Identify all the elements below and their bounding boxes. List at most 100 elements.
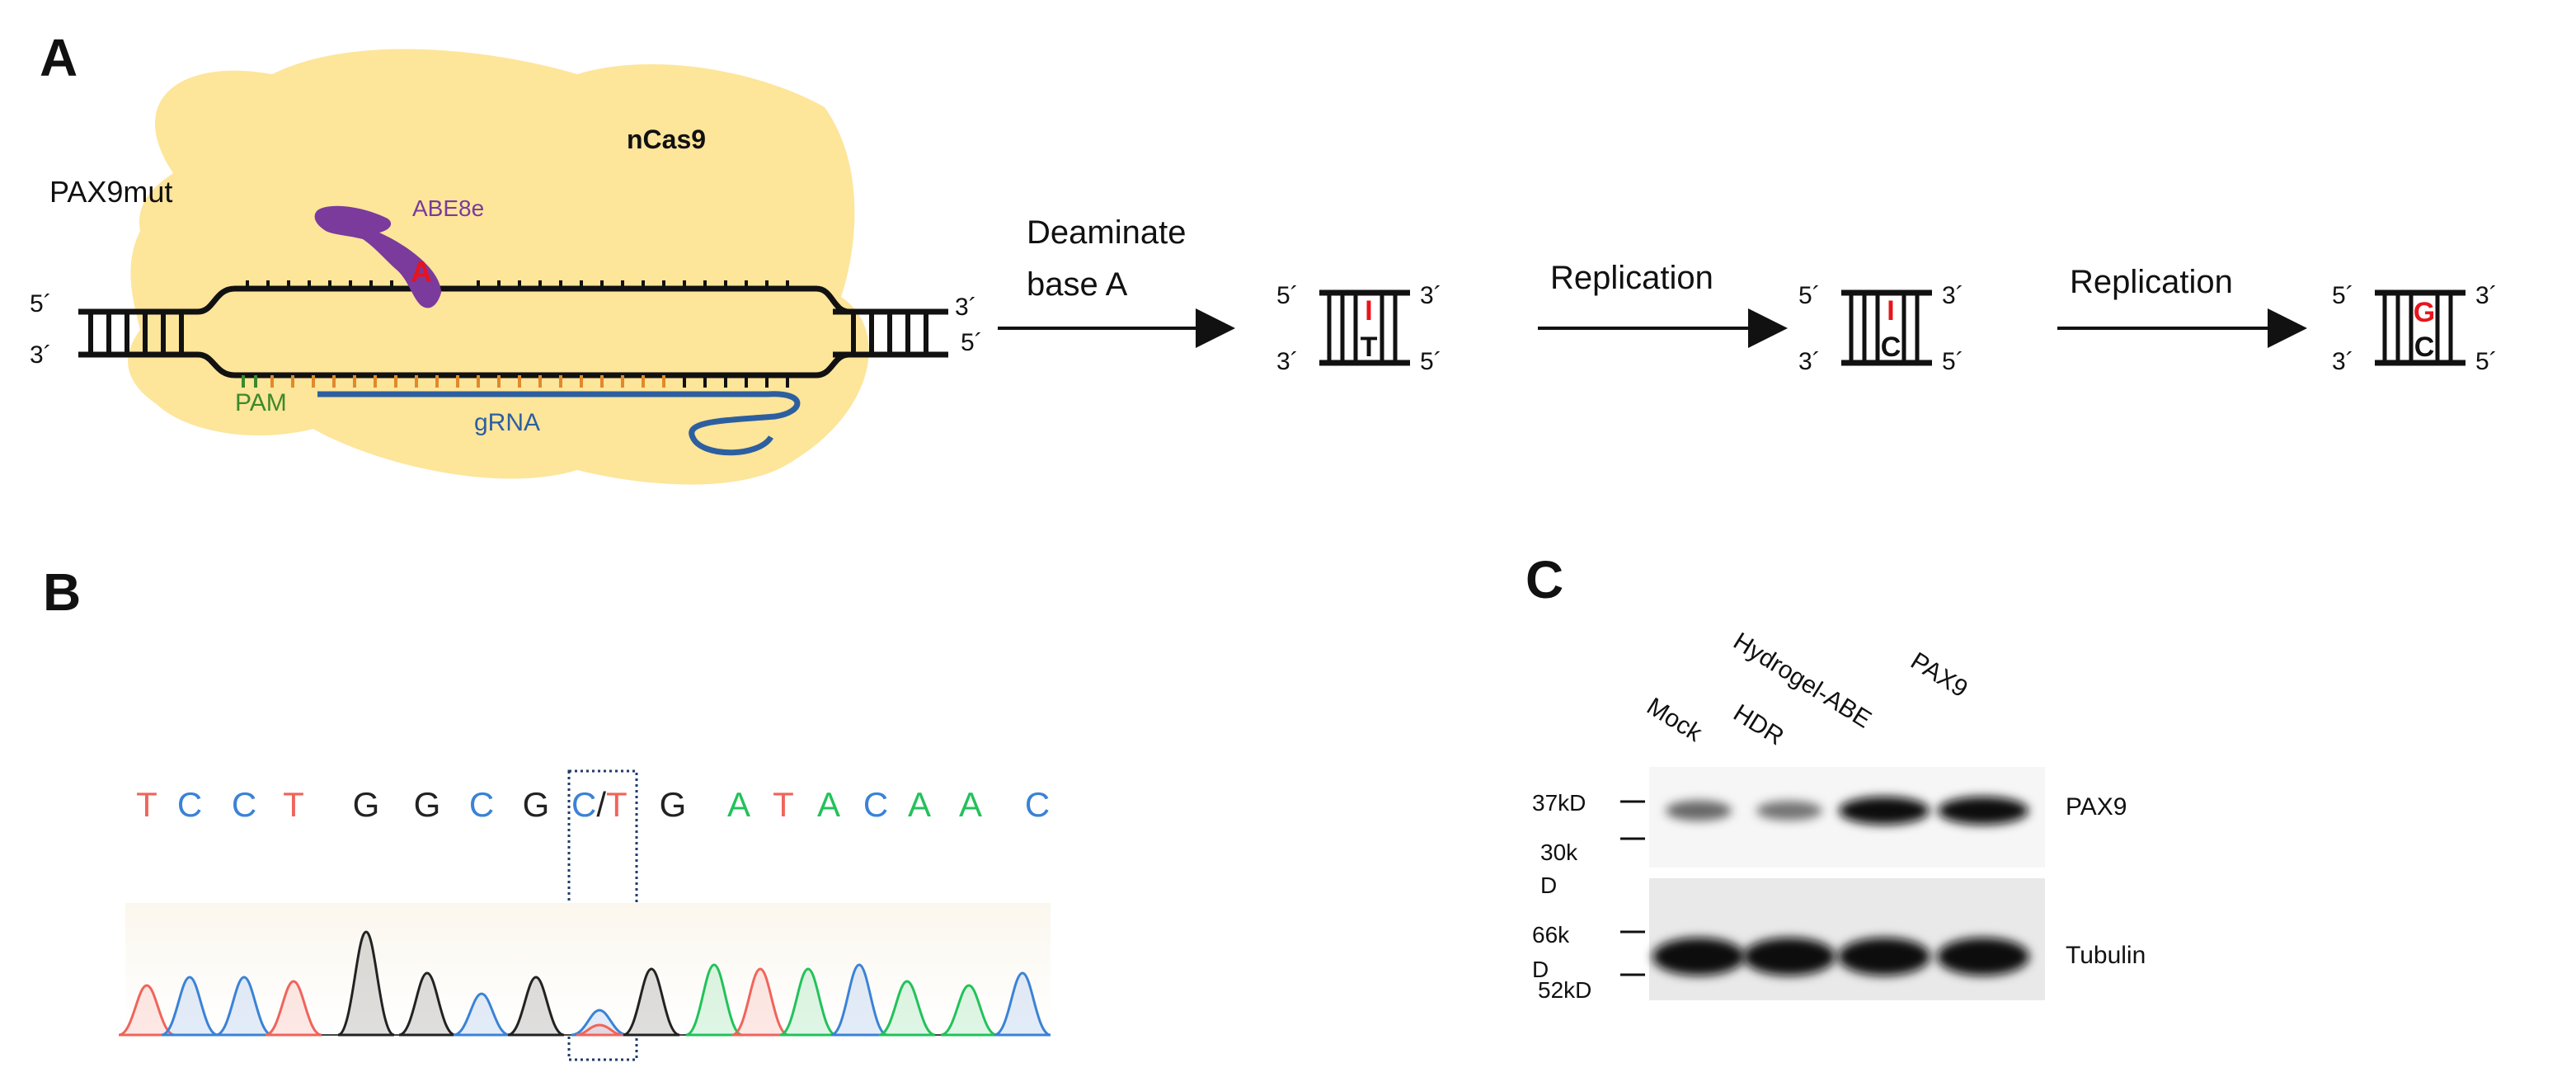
duplex-2-5p: 5´	[1798, 282, 1821, 309]
pam-label: PAM	[235, 389, 287, 416]
marker-30k-d: D	[1540, 872, 1557, 898]
lane-label-hdr: HDR	[1728, 699, 1789, 750]
three-prime-left: 3´	[30, 341, 52, 369]
duplex-3-5p: 5´	[2332, 282, 2354, 309]
target-base-a: A	[411, 255, 432, 289]
step-3-label: Replication	[2070, 264, 2233, 300]
sequence-base-6: C	[469, 785, 494, 824]
duplex-3-5p-right: 5´	[2475, 348, 2498, 375]
gene-label: PAX9mut	[49, 175, 172, 209]
duplex-3-3p: 3´	[2332, 348, 2354, 375]
duplex-1-5p: 5´	[1276, 282, 1299, 309]
chromatogram-peak-11	[731, 967, 789, 1037]
panel-a: A PAX9mut nCas9	[30, 28, 2498, 485]
chromatogram-peak-10	[685, 963, 743, 1037]
chromatogram-peak-8	[571, 1009, 628, 1037]
duplex-2-bottom-base: C	[1881, 332, 1901, 363]
chromatogram-peak-0	[118, 984, 176, 1037]
sequence-base-15: A	[959, 785, 982, 824]
chromatogram-peak-14	[878, 980, 936, 1037]
chromatogram-peaks	[118, 930, 1051, 1037]
markers: 37kD 30k D 66k D 52kD	[1532, 790, 1645, 1003]
chromatogram-peak-16	[994, 971, 1051, 1037]
duplex-1: I T 5´ 3´ 3´ 5´	[1276, 282, 1442, 375]
sequence-base-1: C	[177, 785, 202, 824]
lane-label-pax9: PAX9	[1906, 647, 1972, 703]
step-1: Deaminate base A	[998, 214, 1235, 348]
sequence-base-0: T	[136, 785, 157, 824]
band-tubulin-lane-0	[1652, 938, 1745, 976]
chromatogram-peak-1	[161, 976, 219, 1037]
band-label-pax9: PAX9	[2066, 793, 2127, 821]
sequence-base-14: A	[908, 785, 931, 824]
chromatogram-peak-6	[453, 992, 510, 1037]
step-3: Replication	[2057, 264, 2307, 348]
sequence-base-16: C	[1025, 785, 1050, 824]
sequence-base-3: T	[283, 785, 304, 824]
duplex-2-top-base: I	[1887, 295, 1894, 327]
band-tubulin-lane-2	[1838, 938, 1930, 976]
step-1-label-line1: Deaminate	[1027, 214, 1186, 251]
sequence-base-2: C	[232, 785, 256, 824]
band-pax9-lane-3	[1938, 797, 2028, 825]
duplex-1-3p-right: 3´	[1420, 282, 1442, 309]
panel-a-letter: A	[40, 28, 78, 87]
chromatogram-peak-3	[265, 980, 322, 1037]
duplex-1-5p-right: 5´	[1420, 348, 1442, 375]
band-pax9-lane-1	[1756, 801, 1822, 821]
duplex-3: G C 5´ 3´ 3´ 5´	[2332, 282, 2498, 375]
chromatogram-peak-7	[507, 976, 565, 1037]
duplex-2-5p-right: 5´	[1942, 348, 1964, 375]
duplex-2-3p-right: 3´	[1942, 282, 1964, 309]
sequence-base-4: G	[353, 785, 380, 824]
lane-labels: Mock HDR Hydrogel-ABE PAX9	[1642, 628, 1972, 750]
step-2: Replication	[1538, 260, 1788, 348]
marker-37kd: 37kD	[1532, 790, 1586, 816]
marker-66k-d: D	[1532, 957, 1549, 982]
sequence-base-10: A	[727, 785, 750, 824]
duplex-3-top-base: G	[2414, 297, 2435, 328]
bottom-strand-ticks	[242, 375, 789, 388]
marker-66k: 66k	[1532, 922, 1570, 948]
marker-30k: 30k	[1540, 839, 1578, 865]
chromatogram-peak-2	[215, 976, 273, 1037]
band-pax9-lane-0	[1666, 800, 1732, 821]
sequence-base-7: G	[523, 785, 550, 824]
duplex-2: I C 5´ 3´ 3´ 5´	[1798, 282, 1964, 375]
band-label-tubulin: Tubulin	[2066, 942, 2146, 969]
duplex-3-3p-right: 3´	[2475, 282, 2498, 309]
duplex-1-bottom-base: T	[1361, 332, 1378, 363]
duplex-1-3p: 3´	[1276, 348, 1299, 375]
panel-c-letter: C	[1525, 550, 1563, 609]
sequence-base-13: C	[863, 785, 888, 824]
band-pax9-lane-2	[1839, 797, 1930, 825]
marker-52kd: 52kD	[1538, 977, 1591, 1003]
ncas9-label: nCas9	[627, 125, 706, 154]
blot-bands	[1652, 797, 2029, 976]
five-prime-right: 5´	[961, 329, 983, 356]
chromatogram-peak-5	[398, 971, 456, 1037]
duplex-1-top-base: I	[1365, 295, 1372, 327]
chromatogram-peak-15	[940, 984, 998, 1037]
panel-b-letter: B	[43, 562, 81, 622]
sequence-base-11: T	[773, 785, 794, 824]
chromatogram-peak-12	[779, 967, 837, 1037]
duplex-2-3p: 3´	[1798, 348, 1821, 375]
step-1-label-line2: base A	[1027, 266, 1128, 303]
chromatogram-peak-13	[830, 963, 888, 1037]
five-prime-left: 5´	[30, 290, 52, 317]
sequence-base-8: C/T	[571, 785, 628, 824]
chromatogram-peak-secondary	[576, 1023, 623, 1037]
grna-strand	[317, 391, 801, 456]
lane-label-mock: Mock	[1642, 693, 1707, 747]
three-prime-right: 3´	[955, 294, 977, 321]
chromatogram-peak-9	[623, 967, 680, 1037]
duplex-3-bottom-base: C	[2414, 332, 2435, 363]
duplex-rungs	[88, 312, 928, 355]
step-2-label: Replication	[1550, 260, 1713, 296]
abe8e-shape	[314, 205, 441, 308]
chromatogram-peak-4	[337, 930, 395, 1037]
abe8e-label: ABE8e	[412, 195, 484, 221]
